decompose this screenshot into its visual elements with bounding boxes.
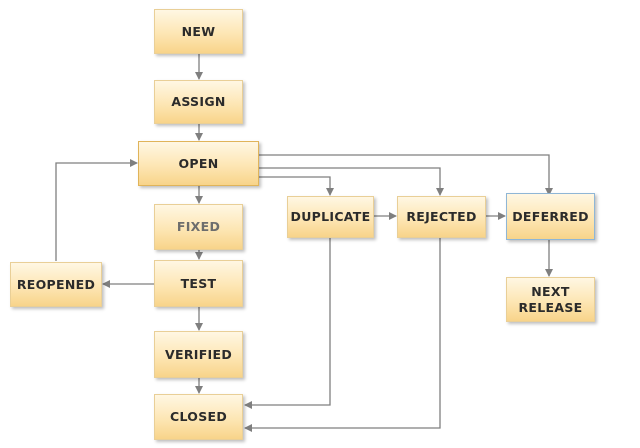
node-reopened: REOPENED — [10, 262, 102, 307]
node-new: NEW — [154, 9, 243, 54]
node-next-release: NEXT RELEASE — [506, 277, 595, 322]
arrow-open-to-deferred — [259, 154, 553, 196]
node-duplicate: DUPLICATE — [287, 196, 374, 238]
node-verified: VERIFIED — [154, 331, 243, 378]
node-open: OPEN — [138, 141, 259, 186]
arrow-duplicate-to-closed — [244, 238, 331, 409]
node-rejected: REJECTED — [397, 196, 486, 238]
node-closed: CLOSED — [154, 394, 243, 440]
arrow-open-to-rejected — [259, 167, 444, 196]
arrow-rejected-to-closed — [244, 238, 441, 432]
node-assign: ASSIGN — [154, 80, 243, 124]
arrow-reopened-to-open — [55, 159, 138, 261]
node-deferred: DEFERRED — [506, 193, 595, 240]
arrow-open-to-duplicate — [259, 176, 334, 196]
node-fixed: FIXED — [154, 204, 243, 250]
node-test: TEST — [154, 260, 243, 307]
